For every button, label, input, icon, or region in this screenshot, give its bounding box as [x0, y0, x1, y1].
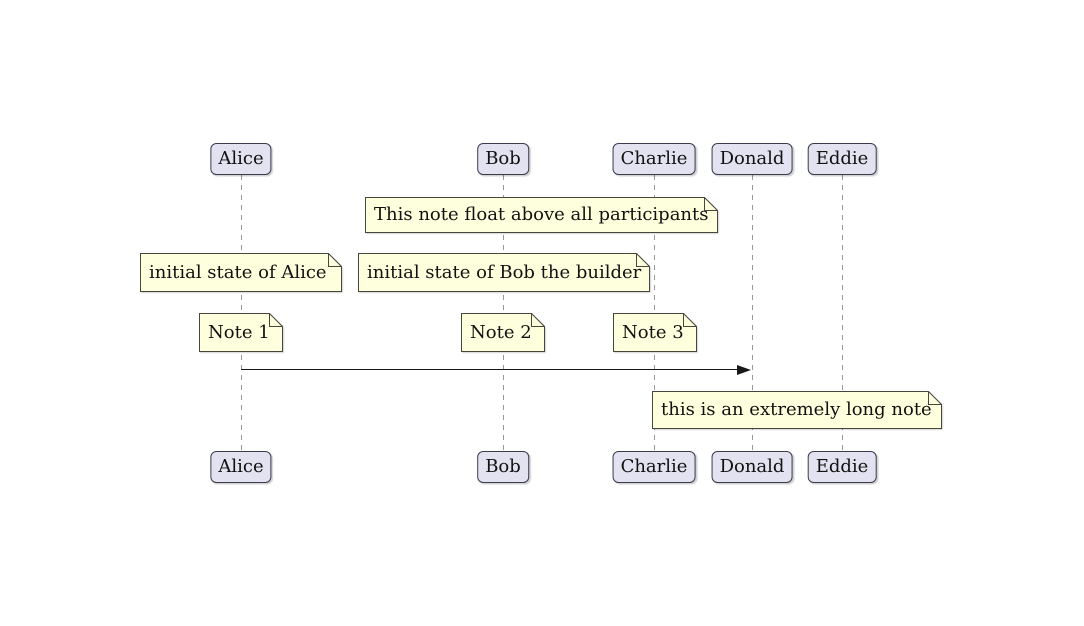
- note-shape: [365, 197, 718, 233]
- note-text: Note 1: [208, 321, 270, 343]
- note-text: initial state of Bob the builder: [367, 261, 642, 283]
- note-text: initial state of Alice: [149, 261, 327, 283]
- participant-eddie-bottom: Eddie: [807, 451, 877, 483]
- note-shape: [140, 253, 342, 292]
- participant-bob-bottom: Bob: [477, 451, 529, 483]
- note-shape: [652, 391, 942, 429]
- note-2: Note 2: [461, 313, 545, 352]
- participant-bob-top: Bob: [477, 143, 529, 175]
- note-shape: [358, 253, 650, 292]
- note-text: Note 3: [622, 321, 684, 343]
- participant-charlie-top: Charlie: [612, 143, 696, 175]
- floating-note: This note float above all participants: [365, 197, 718, 233]
- alice-initial-note: initial state of Alice: [140, 253, 342, 292]
- participant-charlie-bottom: Charlie: [612, 451, 696, 483]
- participant-donald-top: Donald: [711, 143, 793, 175]
- participant-eddie-top: Eddie: [807, 143, 877, 175]
- bob-initial-note: initial state of Bob the builder: [358, 253, 650, 292]
- long-note: this is an extremely long note: [652, 391, 942, 429]
- lifeline-eddie: [842, 175, 843, 451]
- note-text: This note float above all participants: [374, 204, 709, 226]
- note-shape: [199, 313, 283, 352]
- note-shape: [613, 313, 697, 352]
- participant-donald-bottom: Donald: [711, 451, 793, 483]
- message-arrow-line: [241, 369, 739, 371]
- note-3: Note 3: [613, 313, 697, 352]
- note-text: Note 2: [470, 321, 532, 343]
- participant-alice-bottom: Alice: [210, 451, 272, 483]
- note-1: Note 1: [199, 313, 283, 352]
- message-arrowhead-icon: [737, 364, 751, 375]
- note-text: this is an extremely long note: [661, 399, 932, 421]
- note-shape: [461, 313, 545, 352]
- lifeline-donald: [752, 175, 753, 451]
- participant-alice-top: Alice: [210, 143, 272, 175]
